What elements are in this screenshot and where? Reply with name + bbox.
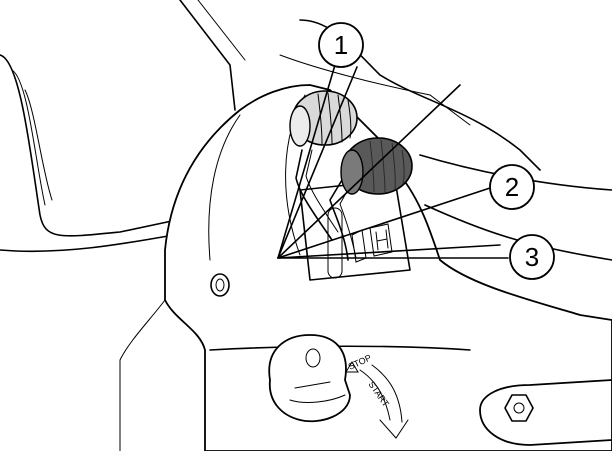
callout-2: 2 xyxy=(489,164,535,210)
ignition-key-switch[interactable] xyxy=(268,334,351,423)
lower-bracket xyxy=(479,379,612,446)
seat-outline xyxy=(0,0,246,253)
callout-3: 3 xyxy=(509,234,555,280)
bolt-hole xyxy=(210,273,230,297)
callout-2-label: 2 xyxy=(505,172,519,202)
key-direction-arrows xyxy=(345,361,409,439)
leader-lines xyxy=(277,64,509,259)
callout-1-label: 1 xyxy=(334,30,348,60)
callout-3-label: 3 xyxy=(525,242,539,272)
callout-1: 1 xyxy=(318,22,364,68)
